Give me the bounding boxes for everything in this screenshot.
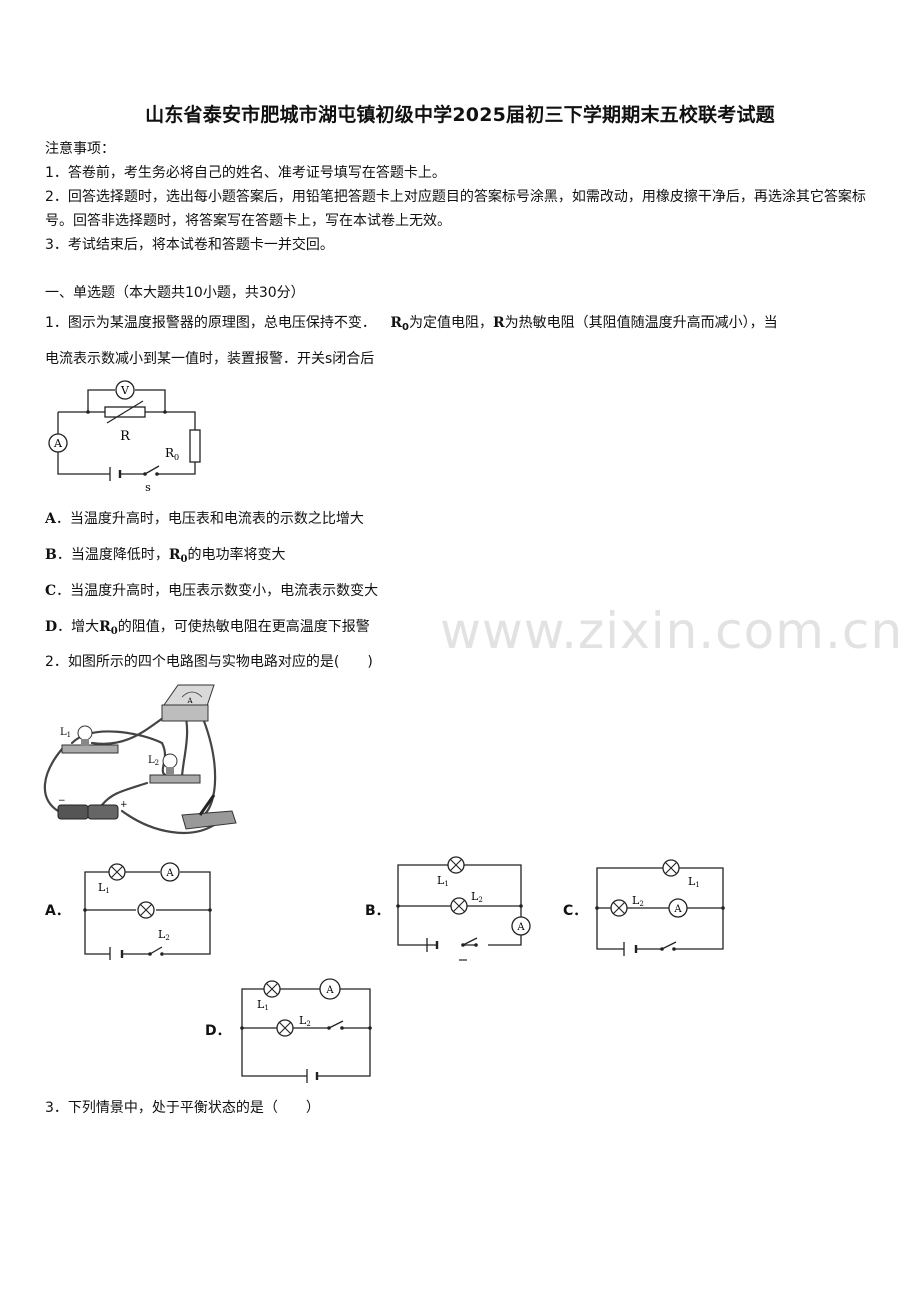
battery-pack-icon: − + xyxy=(57,796,128,820)
q1-option-d[interactable]: D．增大R0的阻值，可使热敏电阻在更高温度下报警 xyxy=(45,616,370,637)
fixed-resistor-icon: R0 xyxy=(165,429,201,463)
switch-icon: s xyxy=(143,465,160,494)
svg-text:L1: L1 xyxy=(688,875,700,889)
option-letter: C xyxy=(45,583,57,599)
battery-icon xyxy=(623,942,638,956)
ammeter-icon: A xyxy=(48,433,68,453)
svg-text:A: A xyxy=(53,437,63,450)
watermark: www.zixin.com.cn xyxy=(440,602,904,660)
q2-stem: 2．如图所示的四个电路图与实物电路对应的是( ) xyxy=(45,654,373,670)
option-text-post: 的电功率将变大 xyxy=(187,547,286,563)
section-heading: 一、单选题（本大题共10小题，共30分） xyxy=(45,285,305,301)
lamp-l1-icon: L1 xyxy=(662,859,700,889)
q1-option-a[interactable]: A．当温度升高时，电压表和电流表的示数之比增大 xyxy=(45,508,364,528)
q1-r0-sub: 0 xyxy=(402,322,409,333)
lamp-l2-icon: L2 xyxy=(610,894,644,917)
q1-option-c[interactable]: C．当温度升高时，电压表示数变小，电流表示数变大 xyxy=(45,580,378,600)
q1-stem-c: 为热敏电阻（其阻值随温度升高而减小），当 xyxy=(504,315,778,331)
svg-text:L2: L2 xyxy=(299,1014,311,1028)
lamp-l1-icon: L1 xyxy=(98,863,126,895)
svg-text:A: A xyxy=(186,697,193,705)
battery-icon xyxy=(426,938,439,952)
lamp-l2-icon: L2 xyxy=(276,1014,311,1037)
svg-text:R: R xyxy=(120,429,131,444)
lamp-l2-icon: L2 xyxy=(137,901,170,942)
switch-icon xyxy=(327,1020,344,1030)
notice-heading: 注意事项： xyxy=(45,141,115,157)
q2-option-a-label[interactable]: A． xyxy=(45,903,70,919)
option-text-pre: ．当温度降低时， xyxy=(56,547,169,563)
lamp-l1-icon: L1 xyxy=(257,980,281,1012)
ammeter-device-icon: A xyxy=(161,684,215,722)
option-letter: A xyxy=(45,511,56,527)
svg-text:R0: R0 xyxy=(165,446,179,462)
notice-item-2: 2．回答选择题时，选出每小题答案后，用铅笔把答题卡上对应题目的答案标号涂黑，如需… xyxy=(45,189,866,229)
q3-stem: 3．下列情景中，处于平衡状态的是（ ） xyxy=(45,1100,320,1116)
bulb-l1-icon: L1 xyxy=(60,725,119,754)
ammeter-icon: A xyxy=(319,978,341,1000)
svg-text:A: A xyxy=(325,985,334,996)
knife-switch-icon xyxy=(181,794,237,830)
lamp-l2-icon: L2 xyxy=(450,890,483,915)
option-letter: B xyxy=(45,547,57,563)
option-text-post: 的阻值，可使热敏电阻在更高温度下报警 xyxy=(117,619,370,635)
svg-text:V: V xyxy=(120,384,130,397)
battery-icon xyxy=(109,947,124,960)
q1-circuit-diagram: V R R0 A s xyxy=(48,380,201,494)
svg-text:+: + xyxy=(120,800,128,810)
page-title: 山东省泰安市肥城市湖屯镇初级中学2025届初三下学期期末五校联考试题 xyxy=(145,104,775,126)
ammeter-icon: A xyxy=(511,916,531,936)
notice-item-3: 3．考试结束后，将本试卷和答题卡一并交回。 xyxy=(45,237,334,253)
svg-text:L2: L2 xyxy=(158,928,170,942)
q2-option-b-label[interactable]: B． xyxy=(365,903,390,919)
option-r0-sub: 0 xyxy=(180,554,188,565)
switch-icon xyxy=(660,941,677,951)
q2-option-b-circuit: L1 L2 A xyxy=(396,856,531,961)
svg-text:L1: L1 xyxy=(257,998,269,1012)
svg-text:L2: L2 xyxy=(632,894,644,908)
svg-text:A: A xyxy=(516,922,525,933)
battery-icon xyxy=(109,467,122,481)
svg-text:s: s xyxy=(145,481,151,494)
battery-icon xyxy=(306,1069,319,1083)
option-r0-sub: 0 xyxy=(110,626,118,637)
option-text: ．当温度升高时，电压表和电流表的示数之比增大 xyxy=(55,511,364,527)
q1-r: R xyxy=(492,315,505,331)
svg-text:L1: L1 xyxy=(98,881,110,895)
option-r0: R xyxy=(168,547,181,563)
option-r0: R xyxy=(99,619,111,635)
option-text: ．当温度升高时，电压表示数变小，电流表示数变大 xyxy=(56,583,379,599)
ammeter-icon: A xyxy=(668,898,688,918)
q2-option-d-circuit: L1 A L2 xyxy=(240,978,372,1083)
bulb-l2-icon: L2 xyxy=(148,753,201,784)
svg-text:−: − xyxy=(58,796,66,806)
svg-text:A: A xyxy=(673,904,682,915)
switch-icon xyxy=(461,937,478,947)
q2-option-c-circuit: L1 L2 A xyxy=(595,859,725,956)
option-letter: D xyxy=(45,619,58,635)
svg-text:L2: L2 xyxy=(471,890,483,904)
q1-option-b[interactable]: B．当温度降低时，R0的电功率将变大 xyxy=(45,544,285,565)
thermistor-icon: R xyxy=(104,400,146,444)
svg-text:A: A xyxy=(165,868,174,879)
voltmeter-icon: V xyxy=(115,380,135,400)
q1-stem-line2: 电流表示数减小到某一值时，装置报警．开关s闭合后 xyxy=(45,351,375,367)
notice-item-1: 1．答卷前，考生务必将自己的姓名、准考证号填写在答题卡上。 xyxy=(45,165,446,181)
q1-stem-line1: 1．图示为某温度报警器的原理图，总电压保持不变． R0为定值电阻，R为热敏电阻（… xyxy=(45,313,778,338)
q1-r0: R xyxy=(390,315,402,331)
svg-text:L2: L2 xyxy=(148,755,159,767)
q2-option-d-label[interactable]: D． xyxy=(205,1023,231,1039)
lamp-l1-icon: L1 xyxy=(437,856,465,888)
q2-option-c-label[interactable]: C． xyxy=(563,903,588,919)
q2-physical-circuit-photo: A L1 L2 − + xyxy=(43,684,237,834)
ammeter-icon: A xyxy=(160,862,180,882)
svg-text:L1: L1 xyxy=(437,874,449,888)
q1-stem-a: 1．图示为某温度报警器的原理图，总电压保持不变． xyxy=(45,315,376,331)
switch-icon xyxy=(148,946,164,956)
q2-option-a-circuit: L1 A L2 xyxy=(83,862,212,960)
svg-text:L1: L1 xyxy=(60,727,71,739)
option-text-pre: ．增大 xyxy=(57,619,100,635)
q1-stem-b: 为定值电阻， xyxy=(408,315,493,331)
